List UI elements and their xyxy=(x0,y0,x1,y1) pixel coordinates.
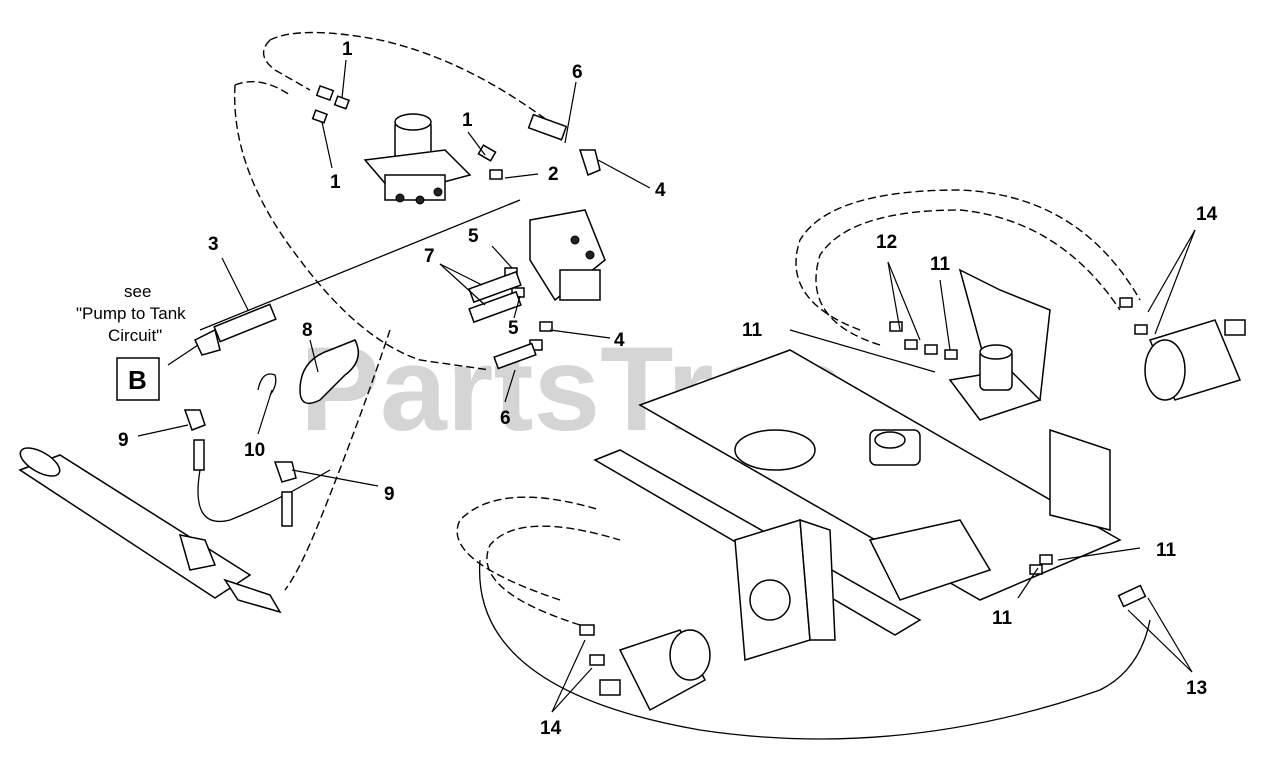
wheel-motor-front xyxy=(599,629,711,712)
reference-note-line2: "Pump to Tank xyxy=(76,304,186,323)
callout-1-low: 1 xyxy=(330,172,341,193)
control-valve xyxy=(363,113,472,205)
callout-11-upper-left: 11 xyxy=(742,320,763,341)
reference-box-label: B xyxy=(128,365,147,395)
leader-lines xyxy=(137,59,1196,713)
reference-note-line3: Circuit" xyxy=(108,326,162,345)
left-assembly: B see "Pump to Tank Circuit" xyxy=(18,31,606,614)
callout-5-low: 5 xyxy=(508,318,519,339)
callout-1-mid: 1 xyxy=(462,110,473,131)
callout-11-upper-right: 11 xyxy=(930,254,951,275)
callout-labels: 1 1 1 2 6 4 3 5 7 5 4 6 8 10 9 9 12 11 1… xyxy=(118,39,1218,739)
callout-2: 2 xyxy=(548,164,559,185)
callout-11-lower-left: 11 xyxy=(992,608,1013,629)
callout-6-low: 6 xyxy=(500,408,511,429)
callout-4-top: 4 xyxy=(655,180,666,201)
callout-8: 8 xyxy=(302,320,313,341)
callout-11-lower-right: 11 xyxy=(1156,540,1177,561)
tractor-frame xyxy=(593,268,1122,661)
callout-3: 3 xyxy=(208,234,219,255)
directional-valve xyxy=(529,209,606,302)
reference-box-b xyxy=(116,357,160,401)
reference-note-line1: see xyxy=(124,282,151,301)
callout-12: 12 xyxy=(876,232,897,253)
callout-1-top: 1 xyxy=(342,39,353,60)
callout-7: 7 xyxy=(424,246,435,267)
callout-5-top: 5 xyxy=(468,226,479,247)
right-assembly xyxy=(456,189,1246,740)
callout-6-top: 6 xyxy=(572,62,583,83)
callout-14-bottom: 14 xyxy=(540,718,562,739)
callout-13: 13 xyxy=(1186,678,1207,699)
wheel-motor-rear xyxy=(1144,319,1246,401)
callout-9-left: 9 xyxy=(118,430,129,451)
callout-10: 10 xyxy=(244,440,265,461)
callout-14-top: 14 xyxy=(1196,204,1218,225)
hydraulic-cylinder xyxy=(18,447,282,614)
callout-4-low: 4 xyxy=(614,330,625,351)
callout-9-right: 9 xyxy=(384,484,395,505)
